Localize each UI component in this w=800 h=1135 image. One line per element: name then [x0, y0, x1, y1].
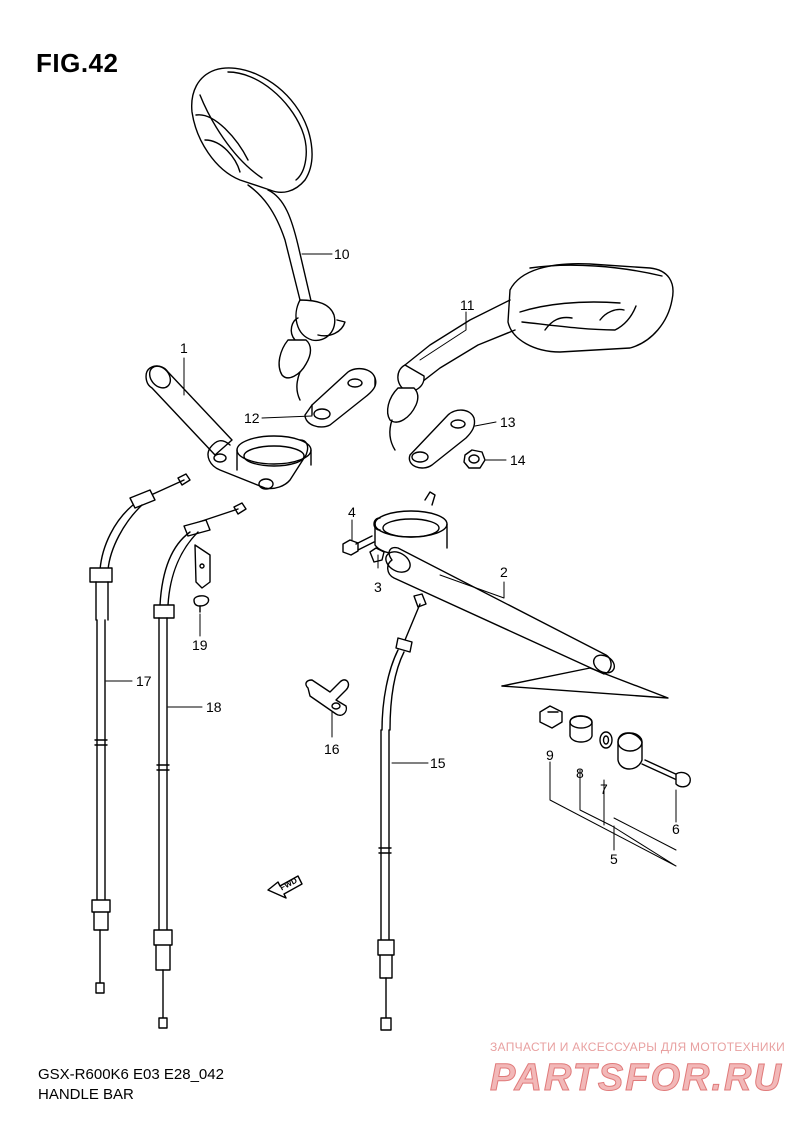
throttle-cable-18[interactable] — [153, 502, 247, 1029]
figure-title: FIG.42 — [36, 48, 119, 78]
balancer-assembly — [501, 667, 669, 699]
balancer-nut-9[interactable] — [539, 705, 563, 729]
watermark-tagline: ЗАПЧАСТИ И АКСЕССУАРЫ ДЛЯ МОТОТЕХНИКИ — [490, 1040, 786, 1054]
callout-9: 9 — [546, 747, 554, 763]
spacer-part-3[interactable] — [369, 547, 385, 563]
throttle-cable-17[interactable] — [89, 473, 191, 994]
left-mirror-part[interactable] — [191, 67, 346, 401]
callout-17: 17 — [136, 673, 152, 689]
callout-labels: 1 2 3 4 5 6 7 8 9 10 11 12 13 14 15 16 1… — [136, 246, 680, 892]
callout-10: 10 — [334, 246, 350, 262]
model-code: GSX-R600K6 E03 E28_042 — [38, 1066, 224, 1083]
callout-1: 1 — [180, 340, 188, 356]
screw-part-19[interactable] — [193, 595, 210, 613]
callout-6: 6 — [672, 821, 680, 837]
watermark-logo-text: PARTSFOR.RU — [490, 1057, 783, 1099]
clutch-cable-15[interactable] — [377, 593, 427, 1031]
callout-5: 5 — [610, 851, 618, 867]
callout-13: 13 — [500, 414, 516, 430]
callout-4: 4 — [348, 504, 356, 520]
callout-15: 15 — [430, 755, 446, 771]
cable-clamp-16[interactable] — [305, 679, 350, 716]
balancer-screw-6[interactable] — [641, 759, 691, 788]
bolt-part-4[interactable] — [342, 535, 375, 556]
callout-8: 8 — [576, 765, 584, 781]
right-bracket-part[interactable] — [408, 409, 476, 469]
callout-12: 12 — [244, 410, 260, 426]
callout-2: 2 — [500, 564, 508, 580]
nut-part[interactable] — [463, 449, 486, 469]
callout-19: 19 — [192, 637, 208, 653]
figure-name: HANDLE BAR — [38, 1086, 134, 1103]
left-bracket-part[interactable] — [304, 367, 377, 428]
balancer-washer-7[interactable] — [599, 731, 613, 749]
callout-16: 16 — [324, 741, 340, 757]
balancer-weight-5[interactable] — [617, 732, 643, 770]
callout-3: 3 — [374, 579, 382, 595]
callout-7: 7 — [600, 781, 608, 797]
balancer-spacer-8[interactable] — [569, 715, 593, 743]
leader-lines — [105, 253, 677, 867]
callout-18: 18 — [206, 699, 222, 715]
callout-14: 14 — [510, 452, 526, 468]
watermark-logo: PARTSFOR.RU — [490, 1057, 783, 1100]
callout-11: 11 — [460, 297, 475, 313]
forward-direction-arrow — [267, 875, 303, 899]
right-handlebar-part[interactable] — [373, 491, 618, 676]
right-mirror-part[interactable] — [386, 263, 674, 451]
left-handlebar-part[interactable] — [145, 362, 312, 490]
